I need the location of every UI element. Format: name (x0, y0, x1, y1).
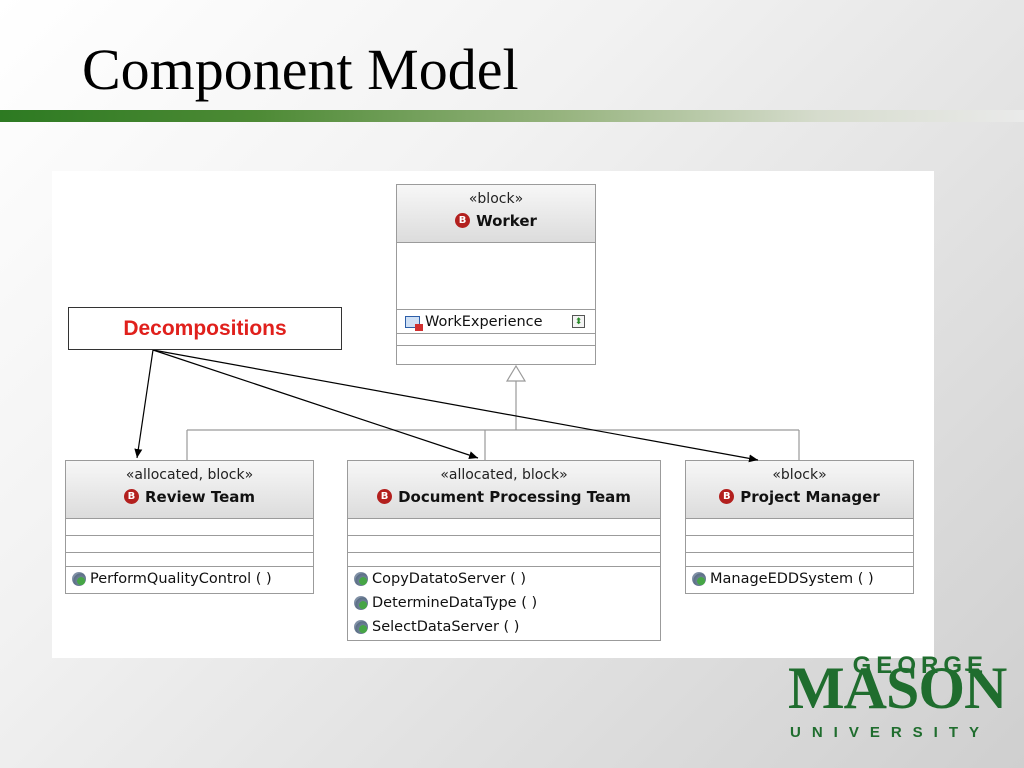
block-stereotype: «block» (772, 467, 827, 483)
logo-george: GEORGE (852, 652, 988, 679)
attribute-label: WorkExperience (425, 313, 543, 330)
operation-icon (354, 620, 368, 634)
block-icon: B (123, 489, 139, 504)
decomposition-arrows (134, 349, 759, 463)
block-worker[interactable]: «block» B Worker WorkExperience ⬍ (396, 184, 596, 365)
logo-university: UNIVERSITY (790, 724, 991, 741)
block-compartment (348, 536, 660, 553)
attribute-row[interactable]: WorkExperience ⬍ (397, 310, 595, 334)
block-compartment (348, 553, 660, 567)
operation-row[interactable]: CopyDatatoServer ( ) (348, 567, 660, 591)
block-title: B Review Team (123, 487, 256, 507)
block-compartment (397, 243, 595, 310)
block-name: Document Processing Team (398, 487, 631, 506)
block-icon: B (377, 489, 393, 504)
block-compartment (348, 519, 660, 536)
operation-icon (692, 572, 706, 586)
block-icon: B (455, 213, 471, 228)
block-name: Project Manager (740, 487, 880, 506)
block-review-team[interactable]: «allocated, block» B Review Team PerformQ… (65, 460, 314, 594)
block-compartment (66, 519, 313, 536)
generalization-connector (186, 364, 800, 460)
block-name: Review Team (144, 487, 256, 506)
operation-label: CopyDatatoServer ( ) (372, 571, 527, 587)
decompositions-callout: Decompositions (68, 307, 342, 350)
block-header: «allocated, block» B Review Team (66, 461, 313, 519)
operation-label: PerformQualityControl ( ) (90, 571, 272, 587)
block-header: «block» B Worker (397, 185, 595, 243)
operation-icon (72, 572, 86, 586)
block-icon: B (719, 489, 735, 504)
slide-title: Component Model (82, 37, 519, 102)
george-mason-logo: GEORGE MASON UNIVERSITY (786, 652, 1007, 746)
operation-label: SelectDataServer ( ) (372, 619, 520, 635)
property-icon (405, 315, 423, 331)
operation-row[interactable]: PerformQualityControl ( ) (66, 567, 313, 591)
block-title: B Worker (455, 211, 537, 231)
block-header: «allocated, block» B Document Processing … (348, 461, 660, 519)
block-stereotype: «block» (468, 191, 524, 207)
block-compartment (686, 519, 913, 536)
block-compartment (686, 536, 913, 553)
operation-icon (354, 596, 368, 610)
block-header: «block» B Project Manager (686, 461, 913, 519)
multiplicity-icon[interactable]: ⬍ (572, 315, 585, 328)
block-compartment (397, 334, 595, 346)
block-stereotype: «allocated, block» (440, 467, 568, 483)
block-document-processing-team[interactable]: «allocated, block» B Document Processing … (347, 460, 661, 641)
block-title: B Project Manager (719, 487, 880, 507)
block-title: B Document Processing Team (377, 487, 631, 507)
logo-mason: MASON (788, 655, 1007, 721)
operation-row[interactable]: ManageEDDSystem ( ) (686, 567, 913, 591)
title-rule (0, 110, 1024, 122)
block-compartment (66, 536, 313, 553)
block-stereotype: «allocated, block» (125, 467, 254, 483)
operation-icon (354, 572, 368, 586)
block-project-manager[interactable]: «block» B Project Manager ManageEDDSystem… (685, 460, 914, 594)
block-name: Worker (476, 211, 537, 230)
operation-row[interactable]: SelectDataServer ( ) (348, 615, 660, 639)
block-compartment (686, 553, 913, 567)
operation-label: DetermineDataType ( ) (372, 595, 538, 611)
operation-row[interactable]: DetermineDataType ( ) (348, 591, 660, 615)
operation-label: ManageEDDSystem ( ) (710, 571, 874, 587)
block-compartment (66, 553, 313, 567)
